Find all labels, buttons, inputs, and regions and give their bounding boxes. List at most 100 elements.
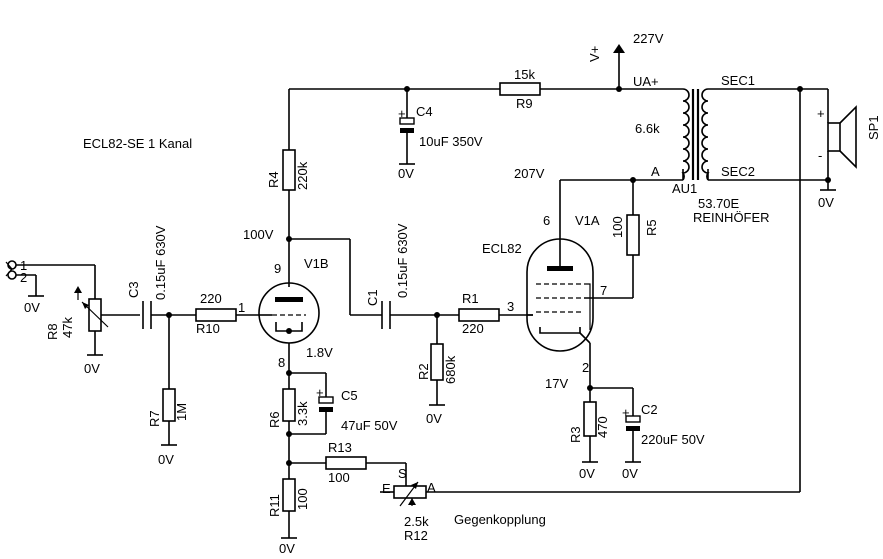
speaker-ref: SP1 <box>866 115 881 140</box>
v1a-pin3: 3 <box>507 299 514 314</box>
r2-resistor <box>430 343 444 381</box>
r13-value: 100 <box>328 470 350 485</box>
v1b-pin9: 9 <box>274 261 281 276</box>
v1a-pentode <box>526 180 633 352</box>
v1a-plate-voltage: 207V <box>514 166 545 181</box>
r8-ref: R8 <box>45 323 60 340</box>
r12-value: 2.5k <box>404 514 429 529</box>
c1-capacitor <box>381 301 459 329</box>
r6-resistor <box>282 388 296 422</box>
r9-ref: R9 <box>516 96 533 111</box>
r2-value: 680k <box>443 355 458 384</box>
transformer-impedance: 6.6k <box>635 121 660 136</box>
r2-ref: R2 <box>416 363 431 380</box>
input-jack <box>5 260 95 297</box>
c5-ref: C5 <box>341 388 358 403</box>
input-ground: 0V <box>24 300 40 315</box>
supply-arrow-icon <box>613 44 625 53</box>
speaker-minus: - <box>818 148 822 163</box>
c2-ground: 0V <box>622 466 638 481</box>
r10-ref: R10 <box>196 321 220 336</box>
tube-type-label: ECL82 <box>482 241 522 256</box>
v1a-pin2: 2 <box>582 360 589 375</box>
r5-resistor <box>626 214 640 256</box>
r9-resistor <box>499 82 541 96</box>
c5-capacitor <box>289 396 334 435</box>
r12-terminal-e: E <box>382 481 391 496</box>
r1-resistor <box>458 308 500 322</box>
c3-value: 0.15uF 630V <box>153 225 168 300</box>
schematic-title: ECL82-SE 1 Kanal <box>83 136 192 151</box>
r8-potentiometer <box>74 265 140 356</box>
c4-plus: + <box>398 106 406 121</box>
c2-capacitor <box>625 415 641 463</box>
c5-plus: + <box>316 385 324 400</box>
transformer-model: 53.70E <box>698 196 740 211</box>
v1b-triode <box>258 282 320 344</box>
r3-value: 470 <box>595 416 610 438</box>
supply-voltage: 227V <box>633 31 664 46</box>
r8-value: 47k <box>60 317 75 338</box>
r9-value: 15k <box>514 67 535 82</box>
c2-plus: + <box>622 405 630 420</box>
v1a-cathode-voltage: 17V <box>545 376 568 391</box>
r12-ref: R12 <box>404 528 428 543</box>
r1-value: 220 <box>462 321 484 336</box>
bplus-rail <box>288 44 683 150</box>
r7-ref: R7 <box>147 410 162 427</box>
r7-value: 1M <box>174 403 189 421</box>
c4-capacitor <box>399 89 415 165</box>
c4-ground: 0V <box>398 166 414 181</box>
c1-value: 0.15uF 630V <box>395 223 410 298</box>
r3-ref: R3 <box>568 426 583 443</box>
r8-ground: 0V <box>84 361 100 376</box>
v1b-pin8: 8 <box>278 355 285 370</box>
r4-ref: R4 <box>266 171 281 188</box>
v1b-label: V1B <box>304 256 329 271</box>
r11-resistor <box>282 478 296 512</box>
ua-node-label: UA+ <box>633 74 659 89</box>
c4-value: 10uF 350V <box>419 134 483 149</box>
r12-terminal-a: A <box>427 480 436 495</box>
v1a-pin7: 7 <box>600 283 607 298</box>
c2-value: 220uF 50V <box>641 432 705 447</box>
sec1-label: SEC1 <box>721 73 755 88</box>
r6-ref: R6 <box>267 411 282 428</box>
c5-value: 47uF 50V <box>341 418 398 433</box>
v1a-pin6: 6 <box>543 213 550 228</box>
sec2-label: SEC2 <box>721 164 755 179</box>
input-pin2: 2 <box>20 270 27 285</box>
r13-resistor <box>325 456 367 470</box>
output-transformer <box>681 88 828 181</box>
speaker-icon <box>820 89 857 191</box>
c3-ref: C3 <box>126 281 141 298</box>
r10-resistor <box>195 308 237 322</box>
r11-ground: 0V <box>279 541 295 556</box>
r11-ref: R11 <box>267 494 282 517</box>
transformer-node-a: A <box>651 164 660 179</box>
c3-capacitor <box>142 301 196 329</box>
speaker-ground: 0V <box>818 195 834 210</box>
r5-value: 100 <box>610 216 625 238</box>
v1b-pin1: 1 <box>238 300 245 315</box>
r4-value: 220k <box>295 161 310 190</box>
transformer-ref: AU1 <box>672 181 697 196</box>
r7-ground: 0V <box>158 452 174 467</box>
v1a-label: V1A <box>575 213 600 228</box>
c2-ref: C2 <box>641 402 658 417</box>
r2-ground: 0V <box>426 411 442 426</box>
v1b-cathode-voltage: 1.8V <box>306 345 333 360</box>
r11-value: 100 <box>295 488 310 510</box>
r12-potentiometer <box>380 481 800 507</box>
transformer-maker: REINHÖFER <box>693 210 770 225</box>
r4-resistor <box>282 149 296 191</box>
r10-value: 220 <box>200 291 222 306</box>
c4-ref: C4 <box>416 104 433 119</box>
r12-terminal-s: S <box>398 466 407 481</box>
c1-ref: C1 <box>365 289 380 306</box>
r5-ref: R5 <box>644 219 659 236</box>
r13-ref: R13 <box>328 440 352 455</box>
r3-ground: 0V <box>579 466 595 481</box>
